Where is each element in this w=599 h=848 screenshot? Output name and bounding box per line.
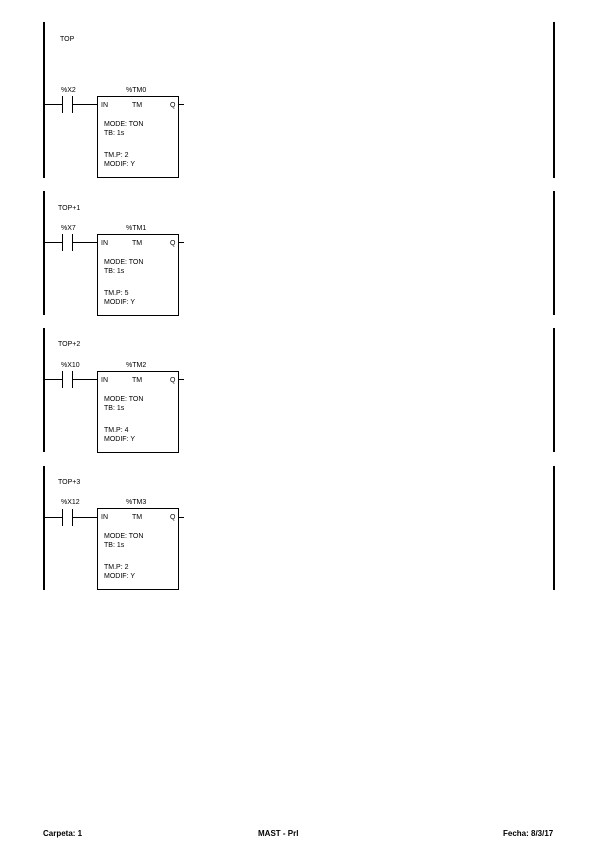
rung-wire bbox=[45, 104, 62, 105]
pin-in: IN bbox=[101, 514, 108, 521]
pin-q: Q bbox=[170, 102, 176, 109]
pin-q: Q bbox=[170, 377, 176, 384]
contact-symbol-right bbox=[72, 509, 73, 526]
timer-name: %TM0 bbox=[126, 87, 147, 94]
rung-wire bbox=[45, 517, 62, 518]
rung-label: TOP+2 bbox=[58, 341, 81, 348]
left-power-rail bbox=[43, 191, 45, 315]
timer-preset: TM.P: 5 bbox=[104, 290, 129, 297]
contact-address: %X10 bbox=[61, 362, 80, 369]
contact-symbol-left bbox=[62, 509, 63, 526]
right-power-rail bbox=[553, 191, 555, 315]
rung-label: TOP bbox=[60, 36, 75, 43]
timer-mode: MODE: TON bbox=[104, 533, 144, 540]
timer-name: %TM3 bbox=[126, 499, 147, 506]
contact-address: %X7 bbox=[61, 225, 76, 232]
left-power-rail bbox=[43, 22, 45, 178]
pin-in: IN bbox=[101, 102, 108, 109]
timer-block[interactable]: IN TM Q MODE: TON TB: 1s TM.P: 5 MODIF: … bbox=[97, 234, 179, 316]
pin-tm: TM bbox=[132, 514, 143, 521]
output-wire bbox=[179, 242, 184, 243]
footer-folder: Carpeta: 1 bbox=[43, 829, 83, 838]
timer-timebase: TB: 1s bbox=[104, 130, 125, 137]
right-power-rail bbox=[553, 466, 555, 590]
contact-symbol-left bbox=[62, 96, 63, 113]
footer-date: Fecha: 8/3/17 bbox=[503, 829, 554, 838]
right-power-rail bbox=[553, 22, 555, 178]
pin-in: IN bbox=[101, 377, 108, 384]
timer-modif: MODIF: Y bbox=[104, 573, 135, 580]
timer-block[interactable]: IN TM Q MODE: TON TB: 1s TM.P: 2 MODIF: … bbox=[97, 96, 179, 178]
timer-block[interactable]: IN TM Q MODE: TON TB: 1s TM.P: 4 MODIF: … bbox=[97, 371, 179, 453]
timer-timebase: TB: 1s bbox=[104, 268, 125, 275]
pin-tm: TM bbox=[132, 102, 143, 109]
contact-symbol-left bbox=[62, 371, 63, 388]
output-wire bbox=[179, 517, 184, 518]
right-power-rail bbox=[553, 328, 555, 452]
rung-label: TOP+1 bbox=[58, 205, 81, 212]
contact-address: %X2 bbox=[61, 87, 76, 94]
contact-symbol-right bbox=[72, 234, 73, 251]
timer-modif: MODIF: Y bbox=[104, 436, 135, 443]
contact-symbol-right bbox=[72, 371, 73, 388]
timer-block[interactable]: IN TM Q MODE: TON TB: 1s TM.P: 2 MODIF: … bbox=[97, 508, 179, 590]
rung-wire bbox=[73, 379, 97, 380]
timer-mode: MODE: TON bbox=[104, 396, 144, 403]
contact-address: %X12 bbox=[61, 499, 80, 506]
rung-wire bbox=[73, 242, 97, 243]
timer-preset: TM.P: 2 bbox=[104, 564, 129, 571]
pin-in: IN bbox=[101, 240, 108, 247]
timer-name: %TM1 bbox=[126, 225, 147, 232]
contact-symbol-right bbox=[72, 96, 73, 113]
timer-preset: TM.P: 2 bbox=[104, 152, 129, 159]
output-wire bbox=[179, 104, 184, 105]
rung-wire bbox=[45, 379, 62, 380]
pin-tm: TM bbox=[132, 377, 143, 384]
timer-name: %TM2 bbox=[126, 362, 147, 369]
timer-timebase: TB: 1s bbox=[104, 405, 125, 412]
footer-section: MAST - Prl bbox=[258, 829, 299, 838]
pin-q: Q bbox=[170, 514, 176, 521]
left-power-rail bbox=[43, 466, 45, 590]
timer-mode: MODE: TON bbox=[104, 121, 144, 128]
left-power-rail bbox=[43, 328, 45, 452]
timer-timebase: TB: 1s bbox=[104, 542, 125, 549]
rung-wire bbox=[73, 517, 97, 518]
rung-wire bbox=[45, 242, 62, 243]
timer-mode: MODE: TON bbox=[104, 259, 144, 266]
timer-modif: MODIF: Y bbox=[104, 299, 135, 306]
rung-wire bbox=[73, 104, 97, 105]
contact-symbol-left bbox=[62, 234, 63, 251]
pin-tm: TM bbox=[132, 240, 143, 247]
timer-modif: MODIF: Y bbox=[104, 161, 135, 168]
pin-q: Q bbox=[170, 240, 176, 247]
rung-label: TOP+3 bbox=[58, 479, 81, 486]
timer-preset: TM.P: 4 bbox=[104, 427, 129, 434]
output-wire bbox=[179, 379, 184, 380]
